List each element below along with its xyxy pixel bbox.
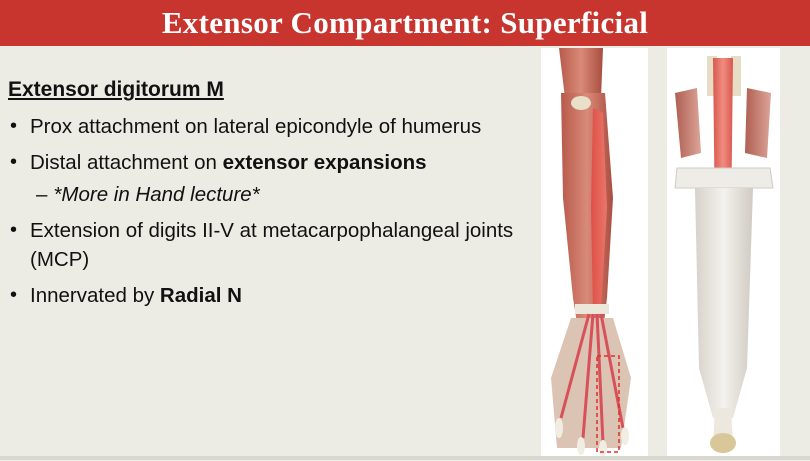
bullet-item: • Innervated by Radial N [8,281,528,310]
extensor-digitorum-image [667,48,780,456]
slide-title: Extensor Compartment: Superficial [161,5,649,40]
bullet-list: • Prox attachment on lateral epicondyle … [8,112,528,310]
bottom-divider [0,456,810,460]
forearm-muscles-image [541,48,648,456]
bullet-dot-icon: • [10,284,18,306]
bullet-dot-icon: • [10,151,18,173]
bullet-bold-text: Radial N [159,284,242,307]
bullet-text: Extension of digits II-V at metacarpopha… [30,219,514,271]
sub-bullet-text: *More in Hand lecture* [53,183,260,206]
bullet-item: • Distal attachment on extensor expansio… [8,148,528,177]
forearm-illustration-icon [541,48,648,456]
title-bar: Extensor Compartment: Superficial [0,0,810,46]
bullet-bold-text: extensor expansions [222,151,427,174]
bullet-item: • Prox attachment on lateral epicondyle … [8,112,528,141]
bullet-text: Innervated by [30,284,160,307]
bullet-text: Prox attachment on lateral epicondyle of… [30,115,482,138]
slide-content: Extensor digitorum M • Prox attachment o… [8,78,528,317]
muscle-heading: Extensor digitorum M [8,78,224,101]
extensor-muscle-illustration-icon [667,48,780,456]
dash-icon: – [36,183,48,206]
bullet-dot-icon: • [10,115,18,137]
bullet-text: Distal attachment on [30,151,223,174]
bullet-item: • Extension of digits II-V at metacarpop… [8,216,528,274]
bullet-dot-icon: • [10,219,18,241]
sub-bullet: –*More in Hand lecture* [36,180,528,209]
